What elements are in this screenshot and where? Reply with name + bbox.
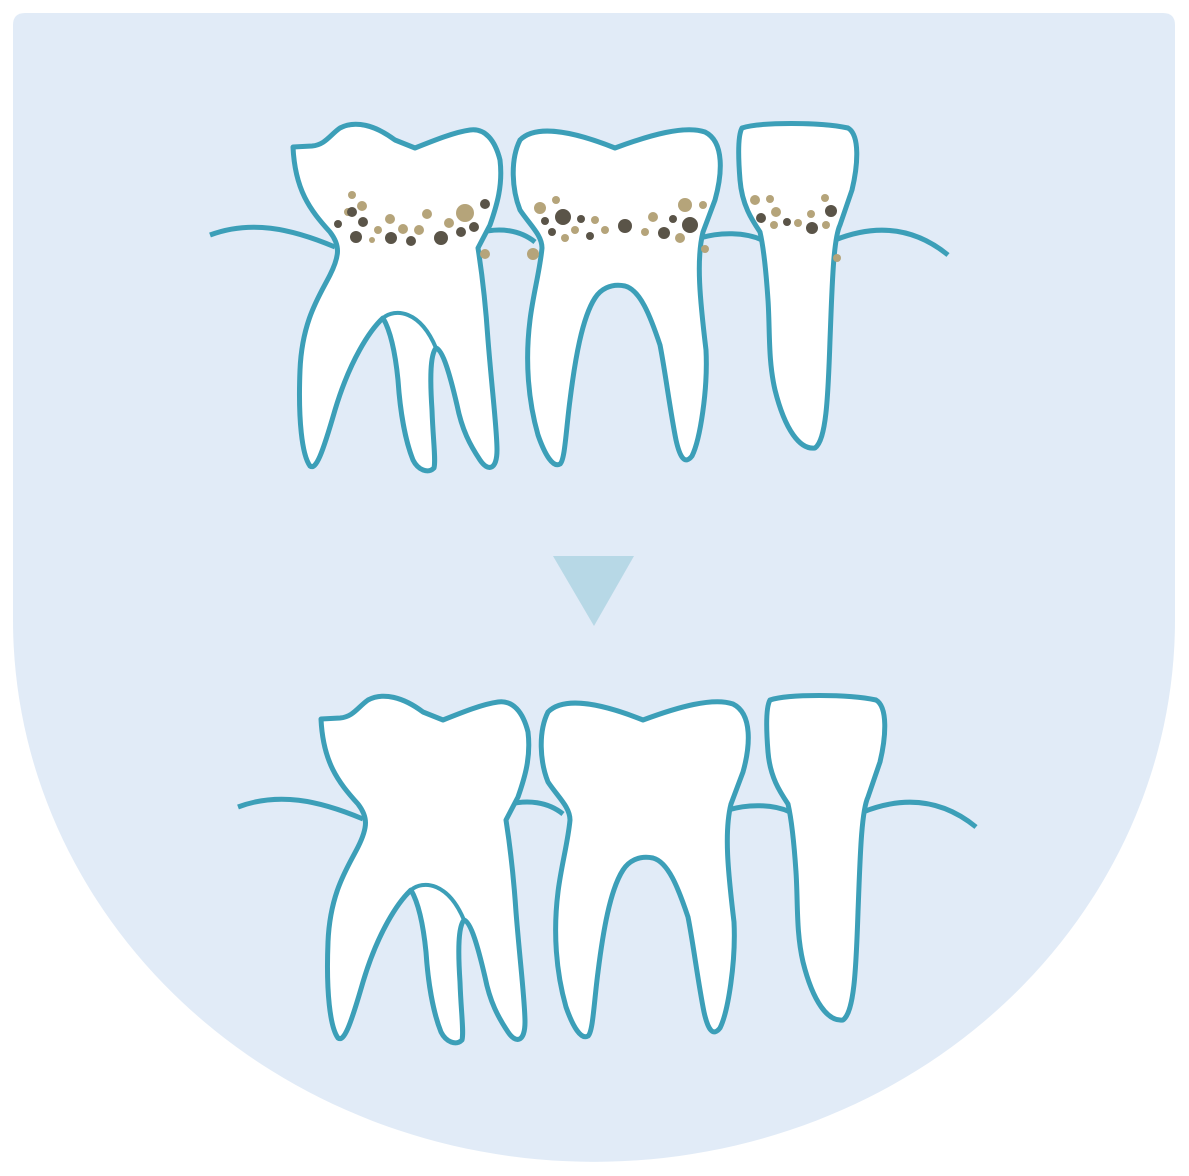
plaque-dot — [825, 205, 837, 217]
plaque-dot — [571, 226, 579, 234]
plaque-dot — [541, 217, 549, 225]
plaque-dot — [434, 231, 448, 245]
plaque-dot — [444, 218, 454, 228]
plaque-dot — [771, 207, 781, 217]
plaque-dot — [586, 232, 594, 240]
plaque-dot — [806, 222, 818, 234]
plaque-dot — [534, 202, 546, 214]
plaque-dot — [641, 228, 649, 236]
plaque-dot — [385, 232, 397, 244]
plaque-dot — [821, 194, 829, 202]
plaque-dot — [618, 219, 632, 233]
plaque-dot — [750, 195, 760, 205]
plaque-dot — [398, 224, 408, 234]
plaque-dot — [833, 254, 841, 262]
plaque-dot — [369, 237, 375, 243]
plaque-dot — [527, 248, 539, 260]
teeth-before — [210, 124, 948, 471]
plaque-dot — [347, 207, 357, 217]
plaque-dot — [682, 217, 698, 233]
plaque-dot — [480, 249, 490, 259]
plaque-dot — [348, 191, 356, 199]
plaque-dot — [701, 245, 709, 253]
plaque-dot — [334, 220, 342, 228]
plaque-dot — [794, 219, 802, 227]
plaque-dot — [770, 221, 778, 229]
plaque-dot — [350, 231, 362, 243]
plaque-dot — [822, 221, 830, 229]
plaque-dot — [548, 228, 556, 236]
plaque-dot — [469, 222, 479, 232]
plaque-dot — [669, 215, 677, 223]
plaque-dot — [456, 227, 466, 237]
plaque-dot — [480, 199, 490, 209]
plaque-dot — [807, 210, 815, 218]
plaque-dot — [601, 226, 609, 234]
plaque-dot — [591, 216, 599, 224]
plaque-dot — [414, 225, 424, 235]
plaque-dot — [358, 217, 368, 227]
plaque-dot — [422, 209, 432, 219]
plaque-dot — [385, 214, 395, 224]
plaque-dot — [374, 226, 382, 234]
plaque-dot — [699, 201, 707, 209]
plaque-dot — [675, 233, 685, 243]
plaque-dot — [756, 213, 766, 223]
plaque-dot — [561, 234, 569, 242]
plaque-dot — [357, 201, 367, 211]
plaque-dot — [406, 236, 416, 246]
plaque-dot — [658, 227, 670, 239]
plaque-dot — [552, 196, 560, 204]
plaque-dot — [648, 212, 658, 222]
plaque-deposits — [334, 191, 841, 262]
plaque-dot — [577, 215, 585, 223]
plaque-dot — [456, 204, 474, 222]
plaque-dot — [783, 218, 791, 226]
triangle-down-icon — [553, 556, 634, 626]
plaque-dot — [555, 209, 571, 225]
plaque-dot — [678, 198, 692, 212]
plaque-dot — [766, 195, 774, 203]
